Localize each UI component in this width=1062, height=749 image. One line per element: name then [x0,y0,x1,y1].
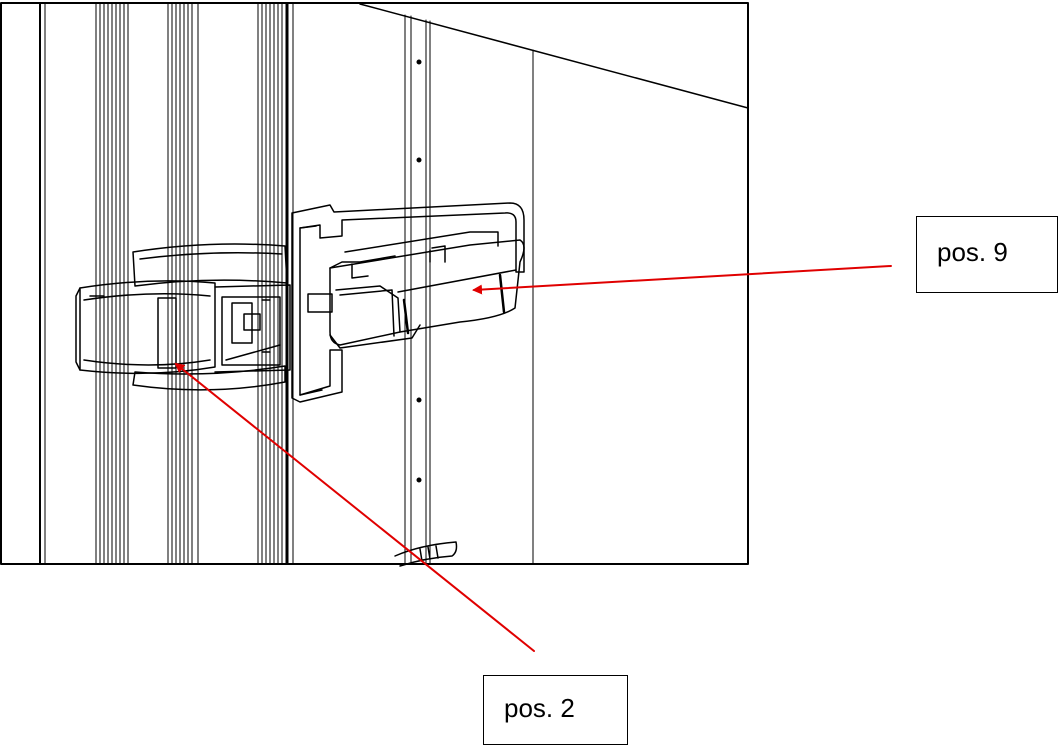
callout-pos-2: pos. 2 [483,675,628,745]
lower-hinge [394,541,458,567]
callout-label: pos. 2 [504,693,575,723]
handle-assembly [75,243,291,391]
lock-housing [307,231,525,349]
door-panel [359,3,749,564]
callout-label: pos. 9 [937,237,1008,267]
leader-arrow-pos-9 [472,265,892,295]
door-frame-profile [39,2,294,565]
mounting-bracket [291,202,525,403]
callout-pos-9: pos. 9 [916,216,1058,293]
drawing-frame [0,2,749,565]
leader-arrow-pos-2 [174,362,535,652]
